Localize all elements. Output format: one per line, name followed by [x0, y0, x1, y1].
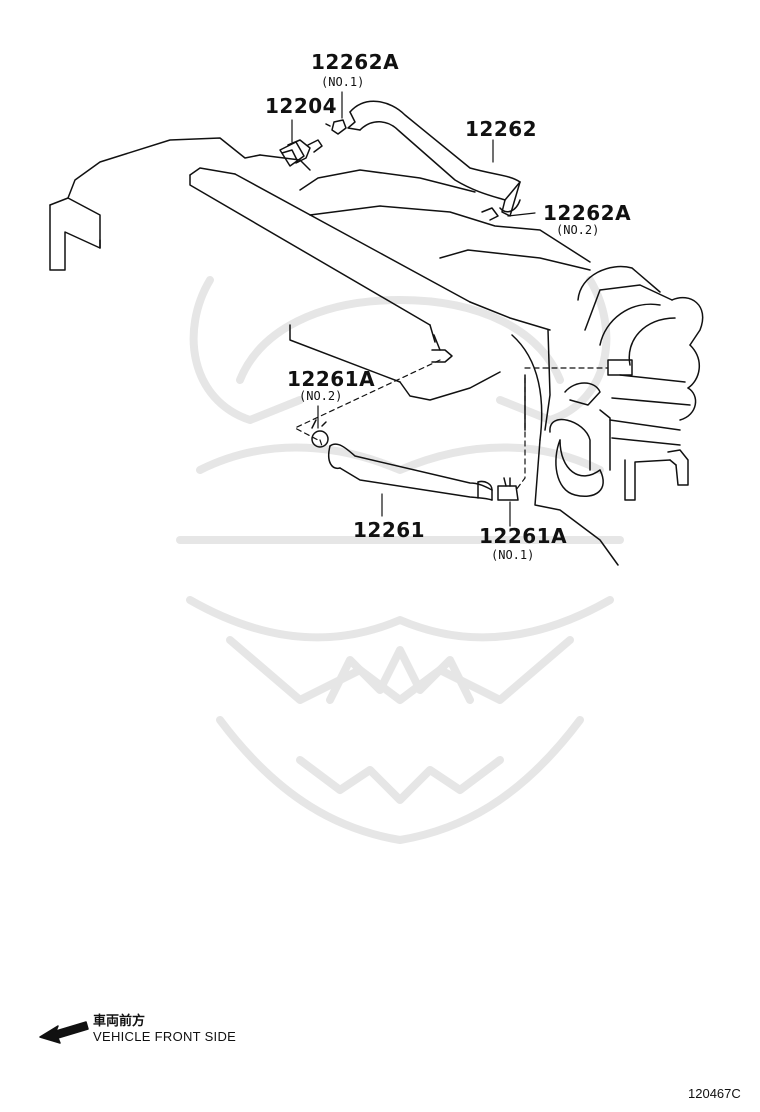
clamp-12261a-no2	[311, 419, 329, 448]
part-number-12261a-no1: 12261A	[479, 524, 568, 548]
clamp-12262a-no1	[325, 119, 347, 135]
part-number-12262a-no1: 12262A	[311, 50, 400, 74]
clamp-12261a-no1	[497, 477, 519, 501]
diagram-code: 120467C	[688, 1086, 741, 1101]
part-note-no2: (NO.2)	[556, 223, 600, 237]
part-note-no1-b: (NO.1)	[491, 548, 535, 562]
part-number-12261a-no2: 12261A	[287, 367, 376, 391]
part-number-12262: 12262	[465, 117, 538, 141]
pcv-valve	[279, 139, 323, 167]
hose-12261	[328, 443, 493, 501]
legend-english-text: VEHICLE FRONT SIDE	[93, 1029, 237, 1044]
throttle-body	[549, 265, 704, 501]
part-number-12262a-no2: 12262A	[543, 201, 632, 225]
part-number-12204: 12204	[265, 94, 338, 118]
dashed-reference-lines	[294, 359, 609, 491]
part-note-no1: (NO.1)	[321, 75, 365, 89]
legend-japanese-text: 車両前方	[93, 1014, 146, 1029]
hose-12262	[347, 100, 521, 217]
leader-lines	[291, 91, 536, 527]
clamp-12262a-no2	[481, 207, 499, 221]
part-note-no2-b: (NO.2)	[299, 389, 343, 403]
watermark-emblem	[176, 276, 624, 844]
vehicle-front-arrow-icon	[39, 1021, 89, 1044]
engine-body	[49, 137, 619, 566]
part-number-12261: 12261	[353, 518, 426, 542]
